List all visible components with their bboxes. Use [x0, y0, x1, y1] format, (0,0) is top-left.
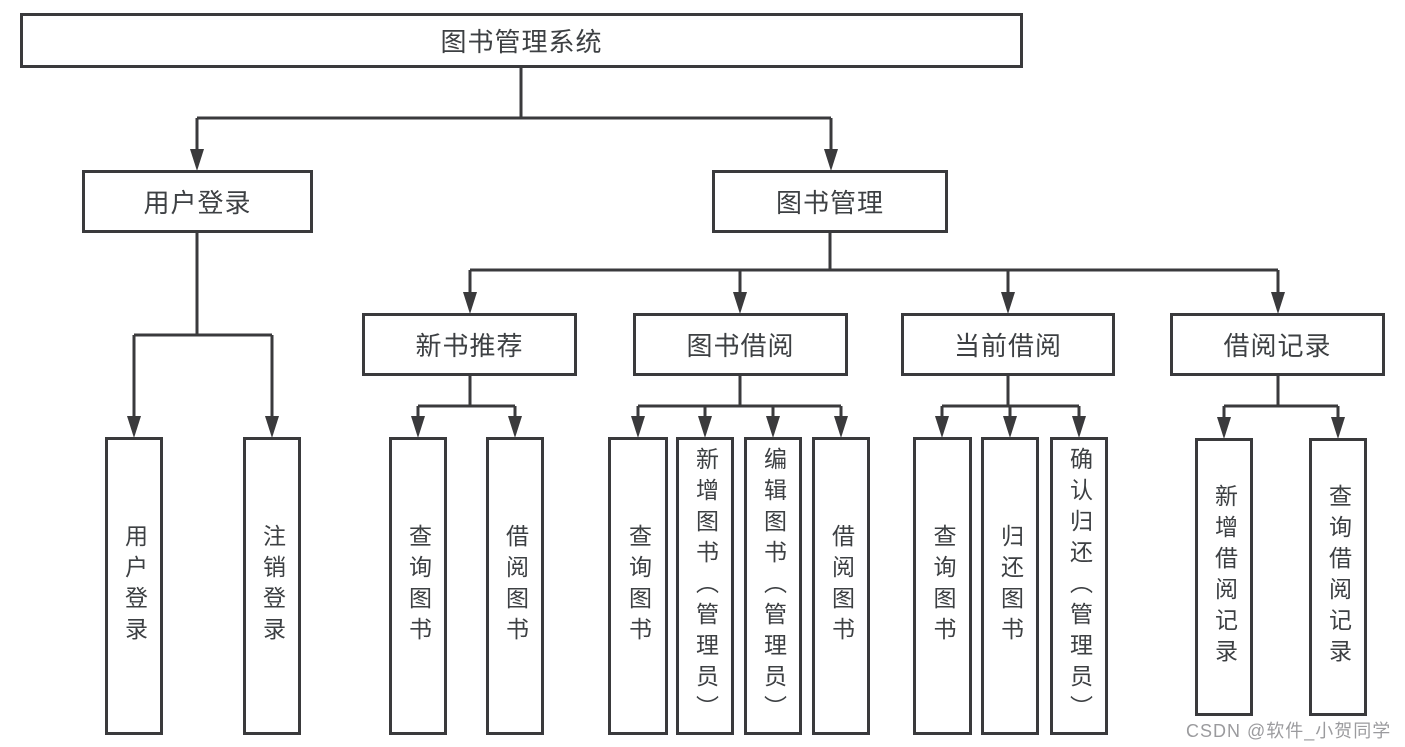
- node-borrowing-records: 借阅记录: [1170, 313, 1385, 376]
- node-label: 注销登录: [259, 524, 286, 648]
- node-label: 借阅图书: [828, 524, 855, 648]
- leaf-logout: 注销登录: [243, 437, 301, 735]
- node-library-system: 图书管理系统: [20, 13, 1023, 68]
- leaf-borrow-books-recommend: 借阅图书: [486, 437, 544, 735]
- node-book-borrowing: 图书借阅: [633, 313, 848, 376]
- node-label: 用户登录: [143, 188, 252, 218]
- node-label: 新增图书（管理员）: [692, 446, 719, 726]
- node-user-login: 用户登录: [82, 170, 313, 233]
- node-label: 新增借阅记录: [1211, 484, 1238, 670]
- leaf-query-books-borrowing: 查询图书: [608, 437, 668, 735]
- node-label: 用户登录: [121, 524, 148, 648]
- leaf-query-books-current: 查询图书: [913, 437, 972, 735]
- csdn-watermark: CSDN @软件_小贺同学: [1186, 721, 1392, 741]
- node-label: 图书管理系统: [440, 27, 603, 57]
- leaf-query-borrow-record: 查询借阅记录: [1309, 438, 1367, 716]
- leaf-query-books-recommend: 查询图书: [389, 437, 447, 735]
- arrowhead-icons: [127, 149, 1345, 439]
- node-label: 确认归还（管理员）: [1066, 446, 1093, 726]
- node-label: 编辑图书（管理员）: [760, 446, 787, 726]
- node-label: 图书管理: [775, 188, 884, 218]
- node-new-book-recommend: 新书推荐: [362, 313, 577, 376]
- node-label: 查询图书: [625, 524, 652, 648]
- node-label: 查询借阅记录: [1325, 484, 1352, 670]
- leaf-add-book-admin: 新增图书（管理员）: [676, 437, 734, 735]
- node-label: 图书借阅: [686, 331, 795, 361]
- node-label: 借阅记录: [1223, 331, 1332, 361]
- leaf-user-login: 用户登录: [105, 437, 163, 735]
- node-label: 查询图书: [930, 524, 956, 648]
- node-label: 归还图书: [997, 524, 1024, 648]
- leaf-return-book: 归还图书: [981, 437, 1039, 735]
- leaf-borrow-books-borrowing: 借阅图书: [812, 437, 870, 735]
- node-label: 新书推荐: [415, 331, 524, 361]
- node-current-borrowing: 当前借阅: [901, 313, 1115, 376]
- node-book-management: 图书管理: [712, 170, 948, 233]
- node-label: 当前借阅: [953, 331, 1062, 361]
- leaf-confirm-return-admin: 确认归还（管理员）: [1050, 437, 1108, 735]
- leaf-edit-book-admin: 编辑图书（管理员）: [744, 437, 802, 735]
- leaf-add-borrow-record: 新增借阅记录: [1195, 438, 1253, 716]
- node-label: 借阅图书: [502, 524, 529, 648]
- node-label: 查询图书: [405, 524, 432, 648]
